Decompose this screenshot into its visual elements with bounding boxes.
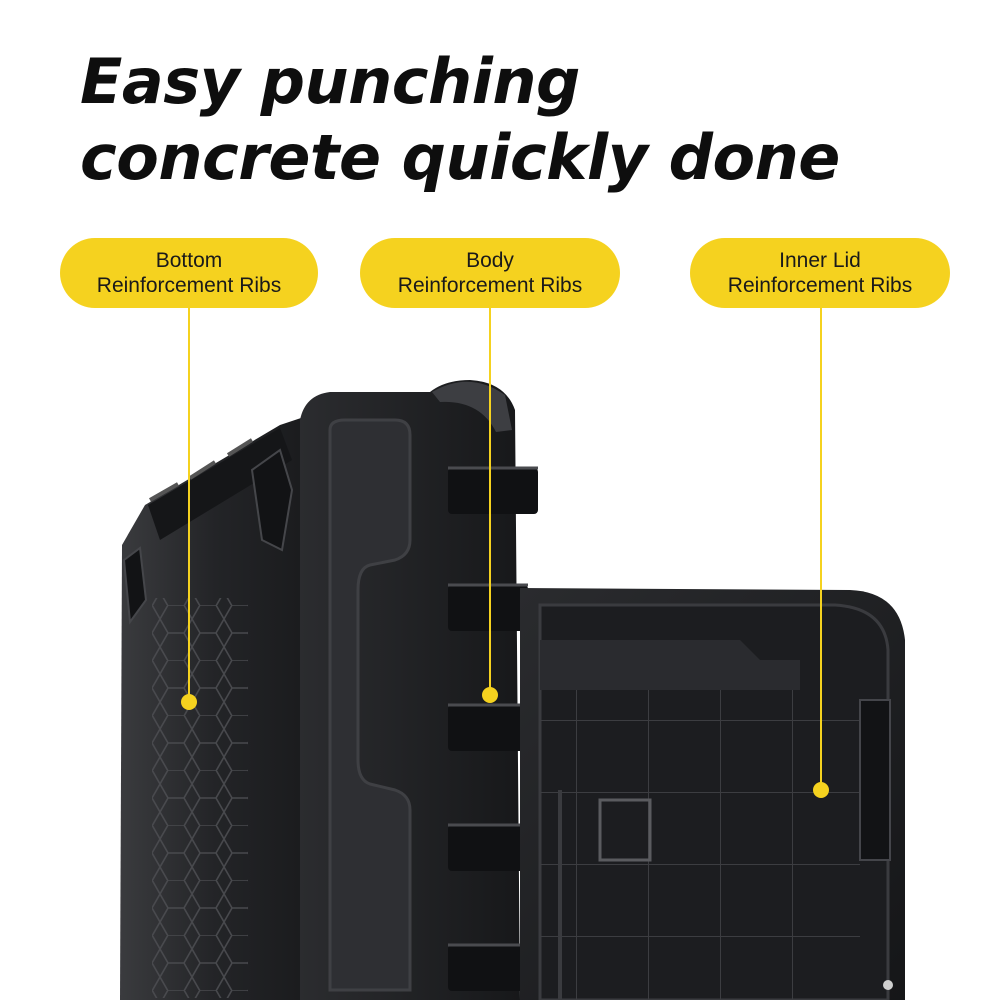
- callout-body-ribs: Body Reinforcement Ribs: [360, 238, 620, 308]
- callout-title: Bottom: [155, 249, 223, 272]
- toolbox-inner-lid: [520, 588, 905, 1000]
- callout-title: Inner Lid: [779, 249, 861, 272]
- callout-subtitle: Reinforcement Ribs: [96, 274, 282, 297]
- callout-subtitle: Reinforcement Ribs: [727, 274, 913, 297]
- toolbox-body: [300, 380, 538, 1000]
- toolbox-bottom-panel: [120, 415, 310, 1000]
- callout-inner-lid-ribs: Inner Lid Reinforcement Ribs: [690, 238, 950, 308]
- callout-bottom-ribs: Bottom Reinforcement Ribs: [60, 238, 318, 308]
- callout-leaders: [181, 308, 829, 798]
- headline-line-2: concrete quickly done: [80, 121, 840, 194]
- headline: Easy punching concrete quickly done: [80, 44, 840, 196]
- headline-line-1: Easy punching: [80, 45, 580, 118]
- callout-title: Body: [466, 249, 514, 272]
- callout-subtitle: Reinforcement Ribs: [397, 274, 583, 297]
